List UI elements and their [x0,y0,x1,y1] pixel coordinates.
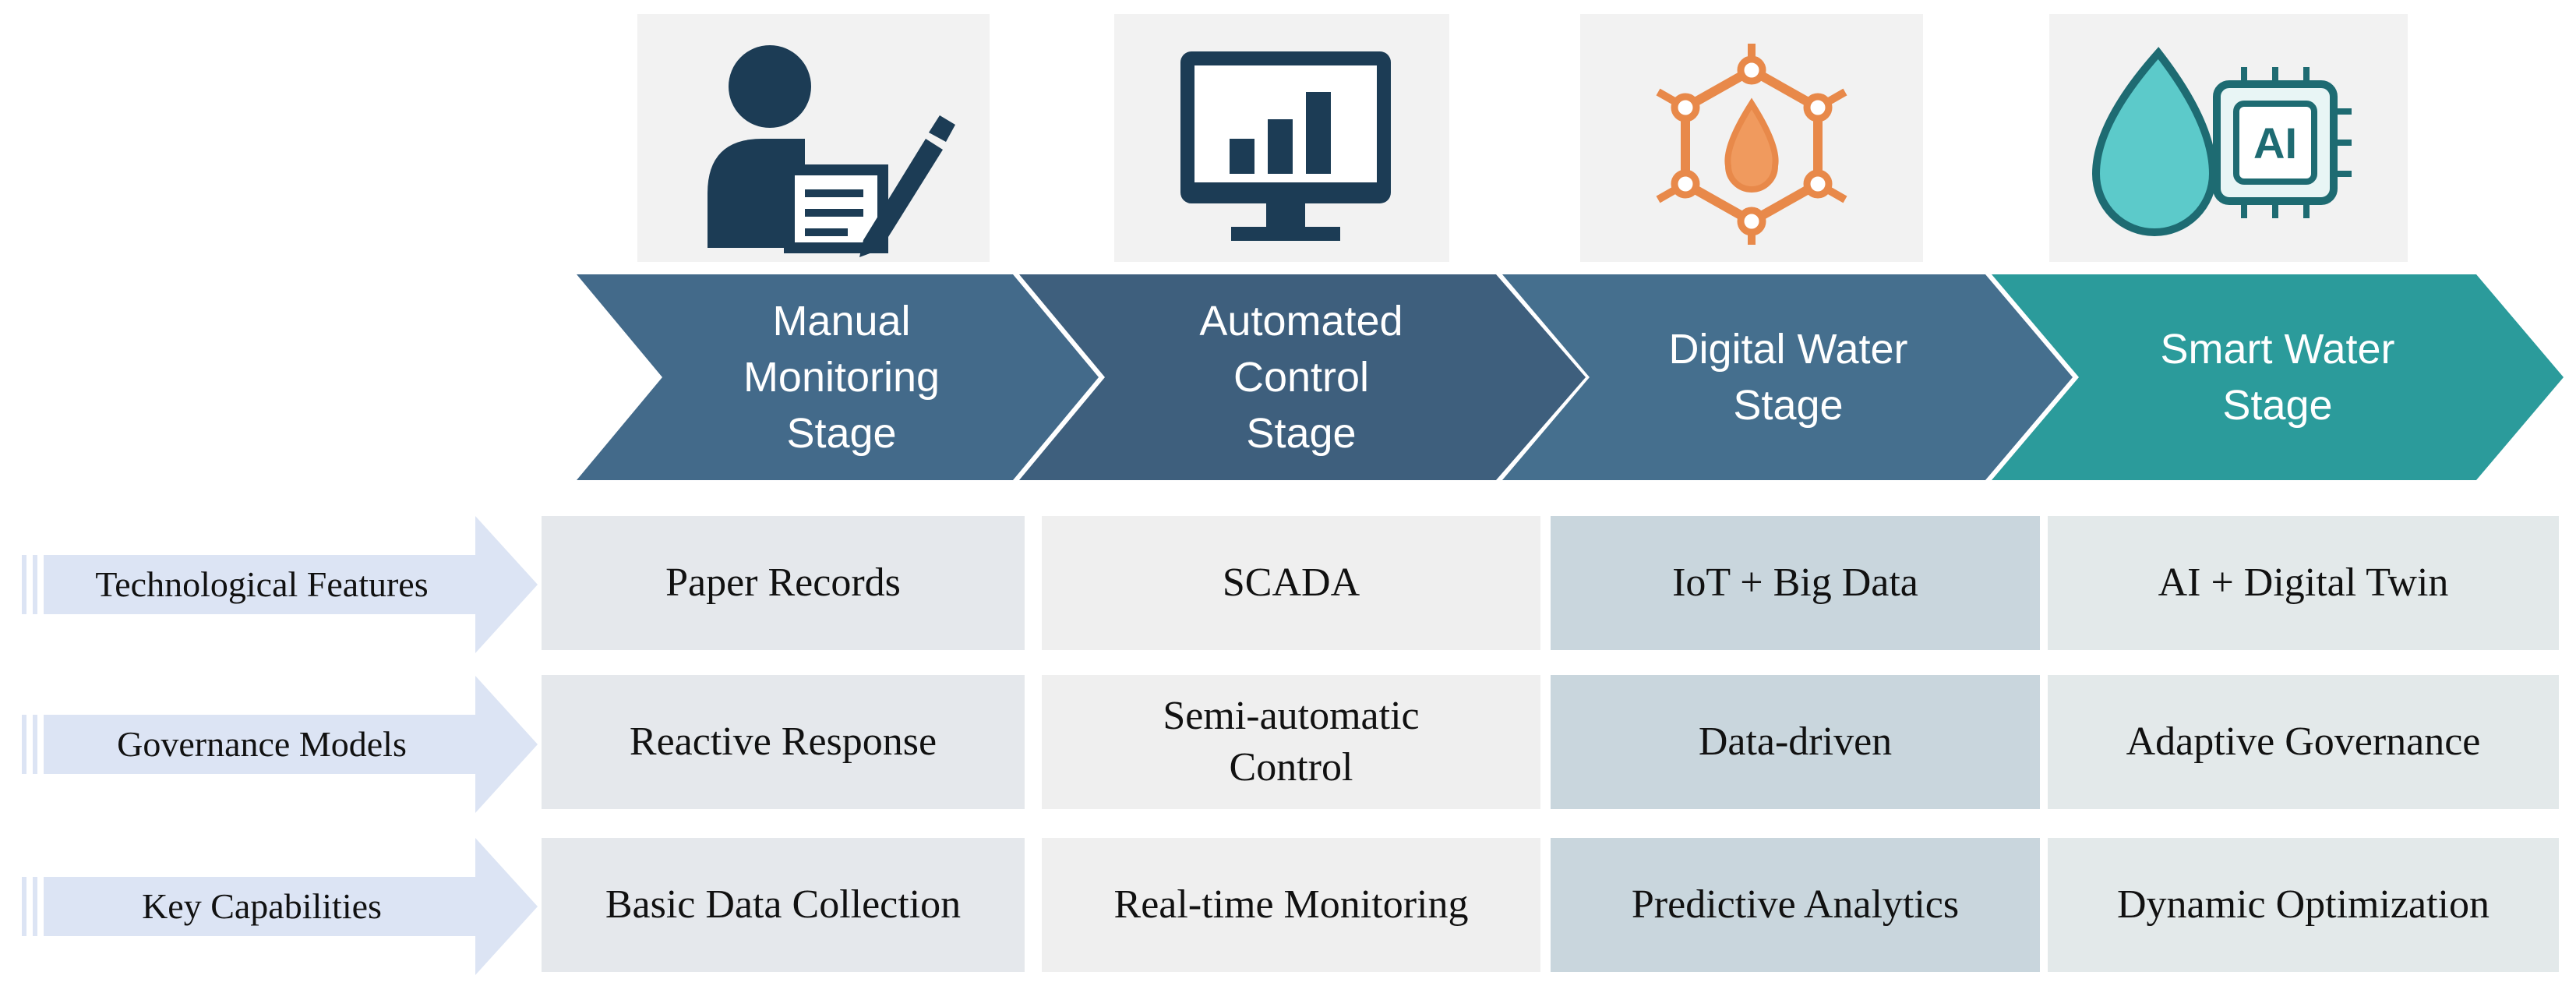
row-arrow-governance [22,676,538,813]
cell-gov-digital: Data-driven [1551,675,2040,809]
monitor-bar-chart-icon [1180,51,1391,241]
cell-tech-digital: IoT + Big Data [1551,516,2040,650]
cell-tech-manual: Paper Records [542,516,1025,650]
stage-chevron-digital [1502,274,2073,480]
cell-cap-manual: Basic Data Collection [542,838,1025,972]
icon-panel-automated [1114,14,1449,262]
cell-gov-smart: Adaptive Governance [2048,675,2559,809]
stage-chevron-manual [577,274,1099,480]
person-writing-icon [708,45,955,257]
cell-cap-digital: Predictive Analytics [1551,838,2040,972]
water-network-icon [1656,44,1847,245]
icon-panel-smart: AI [2049,14,2408,262]
row-label-governance: Governance Models [117,724,407,764]
stage-label-digital: Digital Water Stage [1668,326,1908,429]
cell-gov-automated: Semi-automatic Control [1042,675,1540,809]
icon-panel-digital [1580,14,1923,262]
row-arrow-technological [22,516,538,653]
stage-label-smart: Smart Water Stage [2160,326,2395,429]
ai-chip-label: AI [2253,118,2297,168]
icon-panel-manual [637,14,990,262]
cell-tech-automated: SCADA [1042,516,1540,650]
stage-label-automated: Automated Control Stage [1199,298,1403,457]
row-arrow-capabilities [22,838,538,975]
stage-chevron-smart [1992,274,2564,480]
stage-chevron-automated [1019,274,1586,480]
water-drop-ai-chip-icon: AI [2091,47,2352,236]
cell-cap-automated: Real-time Monitoring [1042,838,1540,972]
row-label-technological: Technological Features [95,564,429,604]
cell-gov-manual: Reactive Response [542,675,1025,809]
cell-tech-smart: AI + Digital Twin [2048,516,2559,650]
cell-cap-smart: Dynamic Optimization [2048,838,2559,972]
row-label-capabilities: Key Capabilities [142,886,382,926]
stage-label-manual: Manual Monitoring Stage [743,298,940,457]
